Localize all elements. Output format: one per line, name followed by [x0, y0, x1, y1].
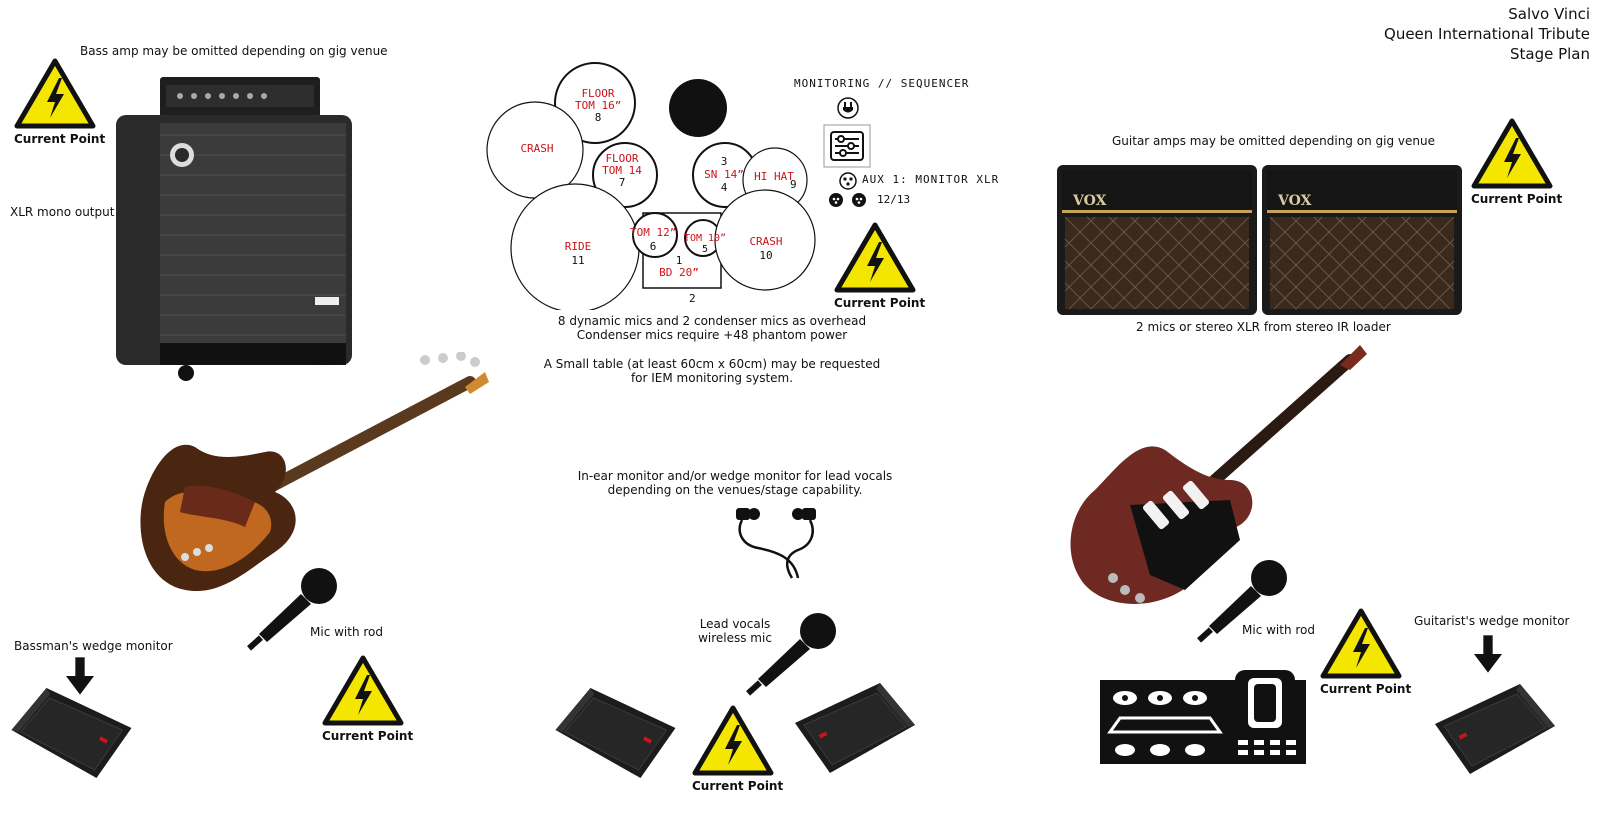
drum-hi-hat: HI HAT	[754, 170, 794, 183]
mics-note-line-2: Condenser mics require +48 phantom power	[576, 328, 848, 342]
bass-wedge-label: Bassman's wedge monitor	[14, 639, 173, 653]
xlr-mono-note: XLR mono output	[10, 205, 115, 219]
xlr-output-right-icon	[852, 193, 866, 207]
iem-note-line-2: depending on the venues/stage capability…	[607, 483, 863, 497]
down-arrow-icon	[1474, 635, 1502, 673]
drum-name: FLOOR	[581, 87, 615, 100]
vox-amp-icon	[1262, 165, 1462, 315]
drum-channel-top: 3	[720, 155, 728, 168]
guitar-mic-label: Mic with rod	[1242, 623, 1316, 637]
hazard-guitar-top: Current Point	[1471, 118, 1563, 206]
iem-note-line-1: In-ear monitor and/or wedge monitor for …	[577, 469, 893, 483]
guitar-amp-note: Guitar amps may be omitted depending on …	[1112, 134, 1435, 148]
hazard-icon	[692, 705, 774, 777]
pedalboard-icon	[1100, 670, 1306, 764]
drum-bass-drum-channel-2: 2	[689, 292, 696, 305]
hazard-label: Current Point	[14, 132, 106, 146]
hazard-drums: Current Point	[834, 222, 926, 310]
guitar-wedge-label: Guitarist's wedge monitor	[1414, 614, 1570, 628]
hazard-icon	[14, 58, 96, 130]
drum-channel: 5	[701, 244, 709, 255]
power-plug-icon	[837, 97, 859, 119]
hazard-icon	[1320, 608, 1402, 680]
hazard-bass-top: Current Point	[14, 58, 106, 146]
drum-name: SN 14”	[704, 168, 744, 181]
guitar-mics-note: 2 mics or stereo XLR from stereo IR load…	[1136, 320, 1391, 334]
drum-name: CRASH	[749, 235, 783, 248]
drum-name: BD 20”	[659, 266, 699, 279]
xlr-output-left-icon	[829, 193, 843, 207]
bass-guitar-icon	[140, 352, 489, 592]
doc-title: Stage Plan	[1509, 45, 1590, 63]
hazard-icon	[322, 655, 404, 727]
hazard-guitar-bottom: Current Point	[1320, 608, 1412, 696]
guitar-wedge-monitor-icon	[1430, 676, 1560, 776]
vox-amp-icon	[1057, 165, 1257, 315]
vox-brand-label: VOX	[1073, 193, 1107, 209]
bass-mic-label: Mic with rod	[310, 625, 384, 639]
xlr-connector-icon	[839, 172, 857, 190]
drum-tom-12: TOM 12” 6	[630, 226, 676, 254]
hazard-vocals: Current Point	[692, 705, 784, 793]
drum-channel: 6	[649, 240, 657, 253]
drum-crash-left: CRASH	[520, 142, 554, 155]
monitoring-title: MONITORING // SEQUENCER	[794, 77, 970, 90]
lead-vocal-label-line-1: Lead vocals	[699, 617, 771, 631]
sequencer-mixer-icon	[823, 124, 871, 168]
drum-tom-10: TOM 10” 5	[682, 233, 728, 255]
table-note-line-2: for IEM monitoring system.	[630, 371, 794, 385]
drum-floor-tom-16: FLOOR TOM 16” 8	[575, 88, 621, 124]
drum-name-2: TOM 16”	[575, 99, 622, 112]
drum-ride: RIDE 11	[556, 240, 600, 268]
drum-channel: 1	[675, 254, 683, 267]
lead-vocal-mic-label: Lead vocals wireless mic	[690, 617, 780, 645]
vocal-wedge-right-icon	[790, 675, 920, 775]
bass-amp-icon	[116, 77, 352, 381]
hazard-label: Current Point	[834, 296, 926, 310]
iem-table-note: A Small table (at least 60cm x 60cm) may…	[512, 357, 912, 385]
hazard-label: Current Point	[1471, 192, 1563, 206]
in-ear-monitor-icon	[736, 508, 816, 579]
electric-guitar-icon	[1070, 345, 1367, 604]
drum-crash-right: CRASH 10	[743, 235, 789, 263]
stage-plan-title: Salvo Vinci Queen International Tribute …	[1384, 4, 1590, 64]
lead-vocal-label-line-2: wireless mic	[698, 631, 772, 645]
drum-channel: 4	[720, 181, 728, 194]
drum-name: FLOOR	[605, 152, 639, 165]
drum-hi-hat-channel: 9	[790, 178, 797, 191]
bass-wedge-monitor-icon	[4, 680, 139, 780]
vocal-wedge-left-icon	[548, 680, 683, 780]
drum-kit-diagram	[486, 62, 816, 310]
hazard-label: Current Point	[322, 729, 414, 743]
drum-name: RIDE	[564, 240, 592, 253]
table-note-line-1: A Small table (at least 60cm x 60cm) may…	[543, 357, 881, 371]
drum-mics-note: 8 dynamic mics and 2 condenser mics as o…	[512, 314, 912, 342]
drum-snare: 3 SN 14” 4	[703, 155, 745, 194]
hazard-bass-bottom: Current Point	[322, 655, 414, 743]
band-name: Salvo Vinci	[1508, 5, 1590, 23]
drum-channel: 7	[618, 176, 626, 189]
hazard-label: Current Point	[1320, 682, 1412, 696]
vox-amp-left: VOX	[1057, 165, 1257, 315]
vox-amp-right: VOX	[1262, 165, 1462, 315]
hazard-icon	[834, 222, 916, 294]
drum-name: TOM 12”	[630, 226, 677, 239]
drum-channel: 11	[571, 254, 585, 267]
drum-bass-drum: 1 BD 20”	[656, 255, 702, 279]
hazard-label: Current Point	[692, 779, 784, 793]
drum-channel: 10	[759, 249, 773, 262]
band-subtitle: Queen International Tribute	[1384, 25, 1590, 43]
bass-mic-icon	[245, 560, 345, 658]
drum-channel: 8	[594, 111, 602, 124]
vox-brand-label: VOX	[1278, 193, 1312, 209]
bass-amp-note: Bass amp may be omitted depending on gig…	[80, 44, 388, 58]
drum-name-2: TOM 14	[602, 164, 642, 177]
hazard-icon	[1471, 118, 1553, 190]
drum-name: TOM 10”	[683, 233, 727, 244]
drum-floor-tom-14: FLOOR TOM 14 7	[600, 153, 644, 189]
mics-note-line-1: 8 dynamic mics and 2 condenser mics as o…	[557, 314, 867, 328]
aux-monitor-label: AUX 1: MONITOR XLR	[862, 173, 1000, 186]
sequencer-channels: 12/13	[877, 193, 911, 206]
iem-note: In-ear monitor and/or wedge monitor for …	[535, 469, 935, 497]
